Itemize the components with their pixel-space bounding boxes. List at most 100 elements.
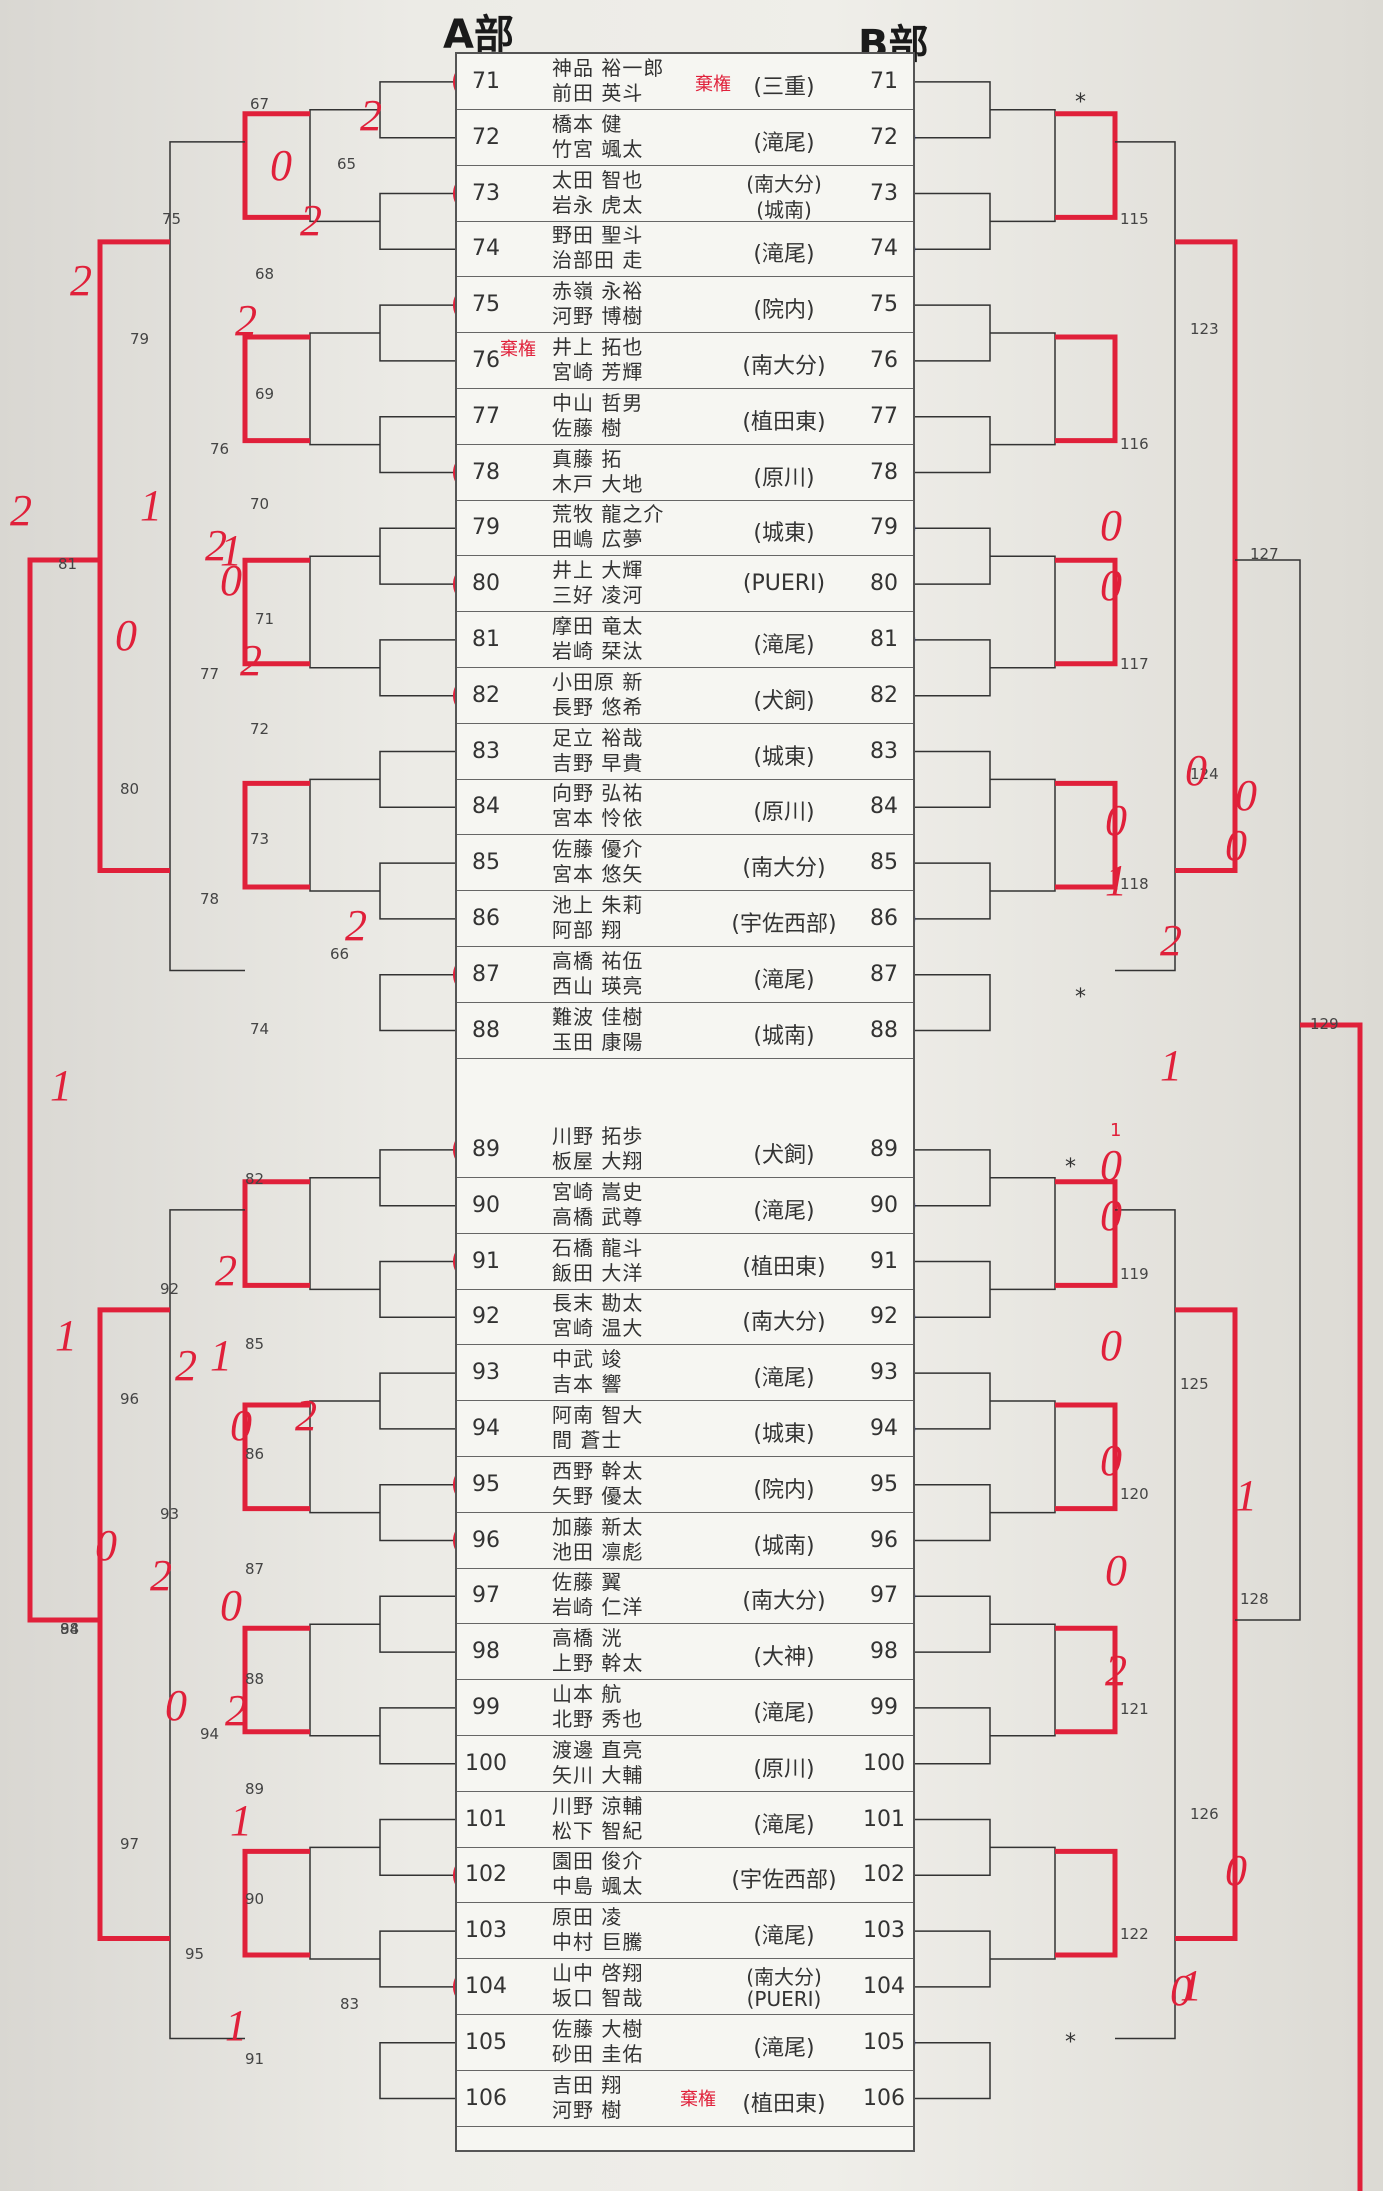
bracket-pair-left (379, 2041, 455, 2100)
handwritten-note: 棄権 (680, 2089, 716, 2110)
player-name: 西野 幹太 (552, 1458, 644, 1483)
handwritten-score: 2 (10, 486, 32, 535)
bracket-pair-right (915, 1707, 991, 1765)
entry-number-b: 92 (870, 1304, 898, 1330)
bracket-pair-left (379, 1149, 455, 1207)
bracket-quarter-right (990, 332, 1056, 446)
player-name: 田嶋 広夢 (552, 527, 644, 552)
match-number: 75 (162, 210, 182, 228)
handwritten-score: 1 (1160, 1041, 1182, 1090)
match-number: 96 (120, 1390, 140, 1408)
player-name: 間 蒼士 (552, 1428, 623, 1452)
entry-number-a: 80 (472, 571, 500, 597)
player-name: 園田 俊介 (552, 1849, 644, 1874)
bracket-pair-right (915, 304, 991, 362)
player-name: 井上 大輝 (552, 558, 644, 583)
player-name: 池上 朱莉 (552, 893, 644, 917)
player-name: 摩田 竜太 (552, 614, 644, 638)
school-name: (南大分) (742, 856, 826, 882)
match-number: 67 (250, 95, 270, 113)
handwritten-score: 1 (140, 481, 162, 530)
handwritten-score: 0 (1100, 1191, 1122, 1240)
entry-number-a: 83 (472, 738, 500, 764)
entry-number-b: 84 (870, 794, 898, 820)
bracket-pair-right (915, 1818, 991, 1877)
entry-number-a: 99 (472, 1695, 500, 1720)
bracket-semi-right (1115, 141, 1176, 972)
entry-number-b: 102 (863, 1862, 905, 1888)
player-name: 砂田 圭佑 (552, 2041, 644, 2066)
entry-number-b: 105 (863, 2029, 905, 2055)
bracket-pair-left (379, 415, 455, 474)
handwritten-score: 2 (215, 1246, 237, 1295)
entry-number-a: 92 (472, 1304, 500, 1330)
player-name: 中山 哲男 (552, 390, 644, 415)
entry-number-b: 88 (870, 1017, 898, 1043)
player-names: 川野 涼輔松下 智紀 (552, 1794, 692, 1844)
bracket-quarter-left (309, 1400, 380, 1514)
player-names: 小田原 新長野 悠希 (552, 670, 692, 720)
player-names: 山中 啓翔坂口 智哉 (552, 1961, 692, 2011)
red-semi-left (97, 239, 170, 873)
handwritten-score: 0 (220, 556, 242, 605)
bracket-pair-right (915, 1149, 991, 1207)
player-name: 北野 秀也 (552, 1707, 644, 1731)
player-name: 飯田 大洋 (552, 1260, 644, 1285)
bye-star: * (1065, 2030, 1076, 2055)
red-final-right (1300, 1022, 1363, 2191)
bracket-quarter-left (309, 332, 380, 446)
handwritten-score: 0 (1100, 1321, 1122, 1370)
player-name: 山本 航 (552, 1682, 623, 1706)
match-number: 70 (250, 495, 270, 513)
player-name: 中村 巨騰 (552, 1930, 644, 1955)
school-name: (院内) (753, 1477, 815, 1503)
entry-number-a: 105 (465, 2029, 507, 2055)
handwritten-score: 2 (345, 901, 367, 950)
school-name: (南大分) (742, 354, 826, 379)
match-number: 71 (255, 610, 275, 628)
bracket-pair-right (915, 750, 991, 809)
bracket-pair-left (379, 304, 455, 362)
entry-number-b: 80 (870, 571, 898, 597)
red-advance-left (242, 334, 310, 444)
player-name: 高橋 祐伍 (552, 948, 644, 973)
red-advance-right (1055, 1848, 1118, 1958)
player-name: 荒牧 龍之介 (552, 502, 665, 527)
player-name: 竹宮 颯太 (552, 136, 644, 161)
player-name: 矢川 大輔 (552, 1762, 644, 1787)
player-names: 原田 凌中村 巨騰 (552, 1905, 692, 1955)
entry-number-b: 91 (870, 1248, 898, 1274)
red-semi-right (1175, 1307, 1238, 1941)
player-names: 高橋 洸上野 幹太 (552, 1626, 692, 1676)
entry-number-b: 78 (870, 459, 898, 485)
match-number: 97 (120, 1835, 140, 1853)
entry-number-b: 73 (870, 180, 898, 206)
player-names: 川野 拓歩板屋 大翔 (552, 1124, 692, 1174)
match-number: 122 (1120, 1925, 1149, 1943)
player-name: 赤嶺 永裕 (552, 279, 644, 304)
player-names: 難波 佳樹玉田 康陽 (552, 1005, 692, 1055)
player-names: 長末 勘太宮崎 温大 (552, 1291, 692, 1341)
match-number: 123 (1190, 320, 1219, 338)
bracket-pair-left (379, 1707, 455, 1765)
bracket-pair-right (915, 862, 991, 920)
player-name: 井上 拓也 (552, 335, 644, 359)
player-name: 河野 博樹 (552, 304, 644, 329)
entry-number-b: 106 (863, 2085, 905, 2111)
handwritten-score: 1 (210, 1331, 232, 1380)
bracket-pair-left (379, 973, 455, 1032)
match-number: 87 (245, 1560, 265, 1578)
handwritten-score: 1 (220, 526, 242, 575)
player-names: 佐藤 大樹砂田 圭佑 (552, 2017, 692, 2067)
match-number: 126 (1190, 1805, 1219, 1823)
handwritten-score: 1 (1105, 856, 1127, 905)
